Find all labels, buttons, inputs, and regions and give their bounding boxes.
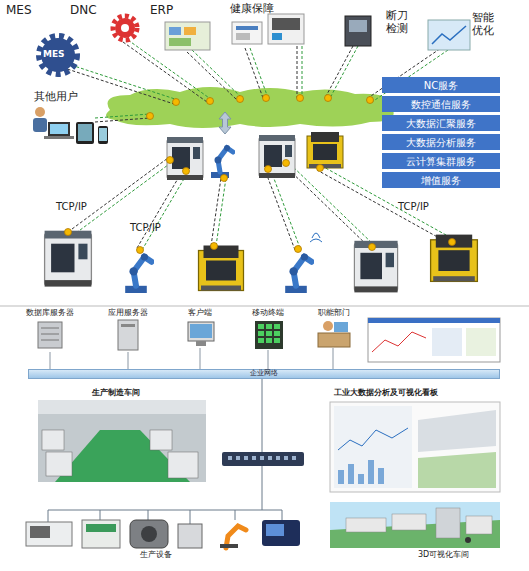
text-label: 应用服务器 [108, 309, 148, 318]
service-box: NC服务 [382, 77, 500, 93]
node-text: 数控通信服务 [411, 99, 471, 110]
service-box: 数控通信服务 [382, 96, 500, 112]
text-label: MES [6, 4, 32, 18]
service-box: 大数据汇聚服务 [382, 115, 500, 131]
text-label: 职能部门 [318, 309, 350, 318]
text-label: 客户端 [188, 309, 212, 318]
text-label: ERP [150, 4, 173, 18]
text-label: 工业大数据分析及可视化看板 [334, 388, 438, 397]
text-label: 生产制造车间 [92, 388, 140, 397]
text-label: 健康保障 [230, 3, 274, 16]
node-text: NC服务 [424, 80, 458, 91]
node-text: 云计算集群服务 [406, 156, 476, 167]
text-label: TCP/IP [130, 222, 161, 234]
node-text: 大数据分析服务 [406, 137, 476, 148]
service-box: 云计算集群服务 [382, 153, 500, 169]
text-label: 移动终端 [252, 309, 284, 318]
node-text: 企业网络 [250, 370, 278, 378]
text-label: TCP/IP [398, 201, 429, 213]
text-label: DNC [70, 4, 97, 18]
text-label: 其他用户 [34, 91, 78, 104]
text-label: 智能优化 [472, 12, 498, 37]
text-label: TCP/IP [56, 201, 87, 213]
service-box: 增值服务 [382, 172, 500, 188]
node-text: 大数据汇聚服务 [406, 118, 476, 129]
text-label: 数据库服务器 [26, 309, 74, 318]
network-band: 企业网络 [28, 369, 500, 379]
text-label: 断刀检测 [386, 10, 412, 35]
text-label: MES [43, 49, 65, 59]
text-label: 生产设备 [140, 550, 172, 559]
text-label: 3D可视化车间 [418, 550, 469, 559]
node-text: 增值服务 [421, 175, 461, 186]
service-box: 大数据分析服务 [382, 134, 500, 150]
